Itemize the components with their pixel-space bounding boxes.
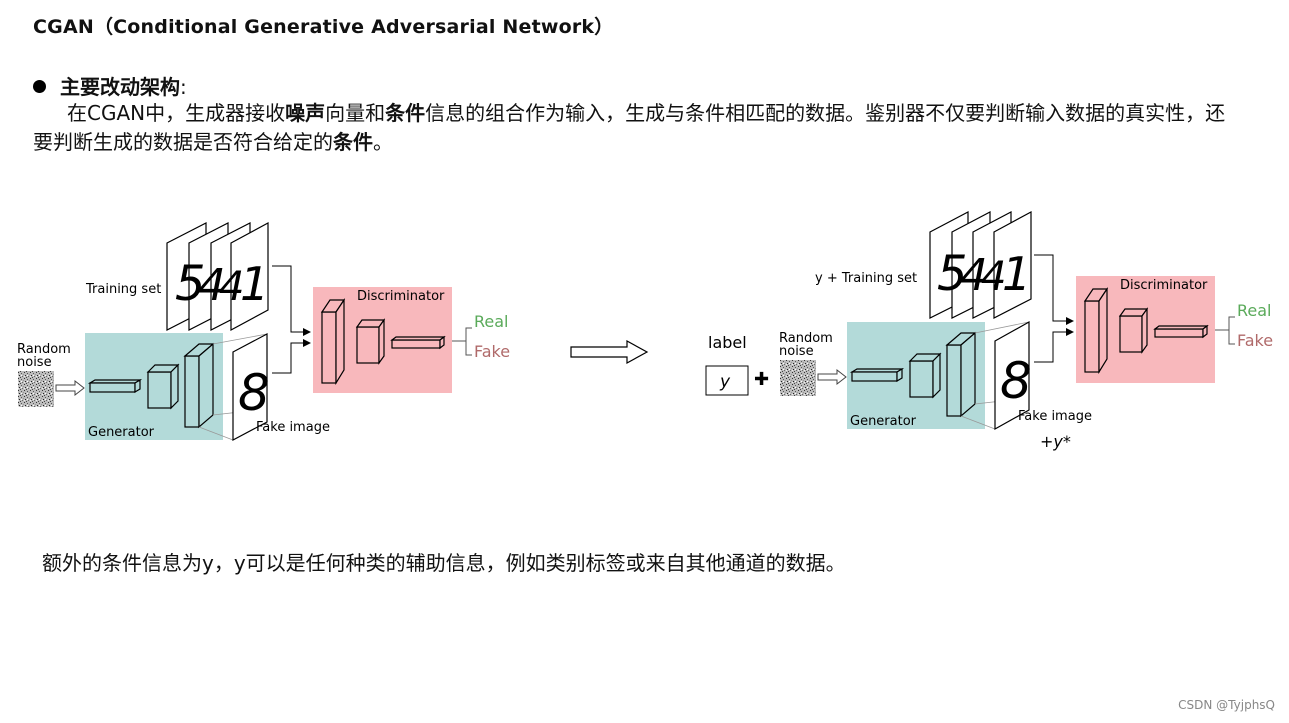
card-digit: 4 — [198, 260, 226, 311]
training-set-cards: 5 4 4 1 — [166, 221, 269, 332]
fake-image-card — [994, 320, 1030, 431]
card-digit: 5 — [175, 256, 206, 312]
noise-arrow-icon — [817, 368, 847, 386]
bullet-dot-icon — [33, 80, 46, 93]
fake-image-card — [232, 333, 268, 441]
flow-connectors — [1034, 254, 1074, 363]
fake-label: Fake — [474, 342, 510, 361]
discriminator-layers — [1083, 287, 1209, 375]
plus-icon: ✚ — [754, 369, 769, 390]
card-digit: 1 — [240, 257, 269, 311]
para-text-2: 向量和 — [325, 101, 386, 125]
page-title: CGAN（Conditional Generative Adversarial … — [33, 16, 614, 38]
fake-suffix: +y* — [1040, 432, 1071, 451]
noise-label: noise — [779, 344, 814, 359]
real-label: Real — [474, 312, 509, 331]
card-digit: 4 — [960, 250, 988, 301]
noise-label: noise — [17, 355, 52, 370]
fake-digit: 8 — [238, 364, 270, 422]
noise-arrow-icon — [55, 379, 85, 397]
training-set-cards: 5 4 4 1 — [929, 210, 1032, 319]
real-label: Real — [1237, 301, 1272, 320]
bullet-colon: : — [180, 75, 187, 99]
discriminator-label: Discriminator — [357, 289, 445, 304]
fake-label: Fake — [1237, 331, 1273, 350]
noise-image — [18, 371, 54, 407]
label-text: label — [708, 333, 747, 352]
para-text-1: 在CGAN中，生成器接收 — [67, 101, 286, 125]
fake-image-label: Fake image — [1018, 409, 1092, 424]
transition-arrow-icon — [570, 339, 649, 365]
condition-note: 额外的条件信息为y，y可以是任何种类的辅助信息，例如类别标签或来自其他通道的数据… — [42, 551, 846, 575]
training-set-label: Training set — [85, 282, 161, 297]
fake-image-label: Fake image — [256, 420, 330, 435]
output-bracket — [1215, 316, 1235, 345]
cgan-diagram: label y ✚ Random noise 5 4 4 1 y + Train… — [705, 210, 1273, 451]
bullet-heading: 主要改动架构: — [33, 71, 187, 100]
description-paragraph: 在CGAN中，生成器接收噪声向量和条件信息的组合作为输入，生成与条件相匹配的数据… — [33, 99, 1233, 157]
card-digit: 1 — [1002, 247, 1031, 301]
card-digit: 5 — [937, 246, 968, 302]
card-digit: 4 — [219, 264, 244, 310]
flow-connectors — [272, 265, 311, 374]
random-label: Random — [17, 342, 71, 357]
generator-label: Generator — [850, 414, 917, 429]
para-text-4: 。 — [373, 130, 393, 154]
discriminator-layers — [320, 298, 446, 386]
para-text-3: 信息的组合作为输入，生成与条件相匹配的数据。鉴别器不仅要判断输入数据的真实性，还… — [33, 101, 1226, 154]
bullet-label: 主要改动架构 — [60, 75, 180, 99]
training-set-label: y + Training set — [815, 271, 917, 286]
para-bold-condition-2: 条件 — [333, 130, 373, 154]
gan-diagram: 5 4 4 1 Training set Random noise Genera… — [17, 221, 510, 441]
card-digit: 4 — [981, 254, 1006, 300]
fake-digit: 8 — [1000, 352, 1032, 410]
para-bold-noise: 噪声 — [285, 101, 326, 125]
random-label: Random — [779, 331, 833, 346]
generator-layers — [87, 342, 215, 429]
y-box — [705, 365, 749, 396]
output-bracket — [452, 327, 472, 356]
y-text: y — [719, 372, 731, 392]
para-bold-condition: 条件 — [385, 101, 426, 125]
watermark: CSDN @TyjphsQ — [1178, 698, 1275, 712]
generator-layers — [849, 331, 977, 418]
generator-label: Generator — [88, 425, 155, 440]
discriminator-label: Discriminator — [1120, 278, 1208, 293]
noise-image — [780, 360, 816, 396]
